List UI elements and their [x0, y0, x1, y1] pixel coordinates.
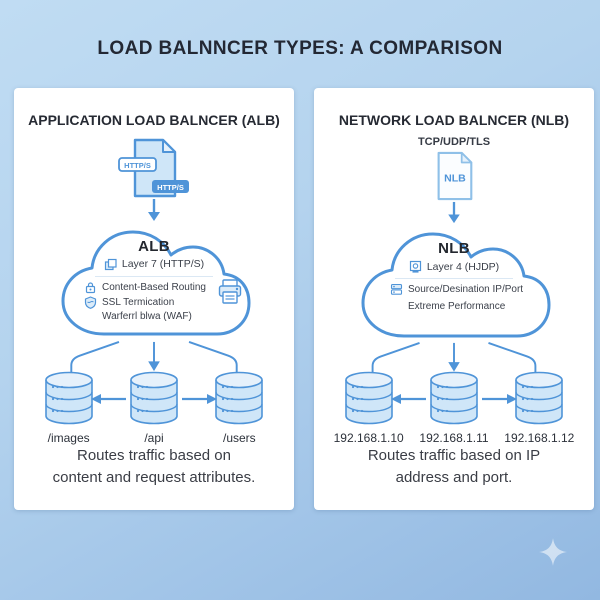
backend-label: 192.168.1.12	[504, 431, 575, 446]
alb-card-title: APPLICATION LOAD BALNCER (ALB)	[28, 112, 280, 128]
page-title: LOAD BALNNCER TYPES: A COMPARISON	[97, 38, 503, 59]
arrow-left-icon	[91, 394, 126, 405]
nlb-cloud-title: NLB	[438, 240, 470, 257]
alb-feature-label: Warferrl blwa (WAF)	[102, 310, 192, 322]
nlb-backends: 192.168.1.10 192.168.1.11	[326, 371, 582, 445]
alb-desc-line: content and request attributes.	[52, 468, 256, 486]
alb-printer	[217, 278, 243, 311]
http-badge-left: HTTP/S	[124, 161, 151, 170]
nlb-layer-label: Layer 4 (HJDP)	[426, 260, 500, 273]
alb-layer-label: Layer 7 (HTTP/S)	[121, 258, 205, 271]
down-arrow-icon	[448, 201, 460, 224]
alb-feature-list: Content-Based Routing SSL Termication	[83, 281, 206, 322]
arrow-right-icon	[482, 394, 517, 405]
http-badge-right: HTTP/S	[157, 183, 184, 192]
alb-feature-ssl: SSL Termication	[83, 296, 206, 309]
cloud-shape	[361, 232, 551, 338]
nlb-cloud-content: NLB Layer 4 (HJDP)	[349, 224, 559, 341]
down-arrow-icon	[148, 198, 160, 221]
backend-label: 192.168.1.10	[333, 431, 404, 446]
alb-layer-row: Layer 7 (HTTP/S)	[104, 258, 204, 271]
cloud-divider	[95, 275, 213, 277]
nlb-feature-label: Extreme Performance	[408, 301, 506, 312]
database-icon	[515, 372, 564, 425]
alb-cloud-content: ALB Layer 7 (HTTP/S)	[49, 222, 259, 341]
nlb-desc-line: Routes traffic based on IP	[367, 447, 541, 465]
alb-card: APPLICATION LOAD BALNCER (ALB) HTTP/S HT…	[14, 88, 294, 510]
nlb-backend-3: 192.168.1.12	[497, 371, 582, 445]
alb-backend-images: /images	[26, 371, 111, 445]
database-icon	[430, 372, 478, 425]
alb-description: Routes traffic based on content and requ…	[53, 445, 256, 488]
nlb-feature-label: Source/Desination IP/Port	[408, 284, 524, 295]
alb-feature-label: SSL Termication	[102, 296, 175, 308]
backend-label: 192.168.1.11	[419, 431, 489, 446]
database-icon	[215, 372, 264, 425]
nlb-backend-1: 192.168.1.10	[326, 371, 411, 445]
server-icon	[390, 283, 402, 295]
nlb-card-title: NETWORK LOAD BALNCER (NLB)	[338, 112, 570, 128]
sparkle-icon	[538, 537, 568, 572]
alb-cloud: ALB Layer 7 (HTTP/S)	[49, 222, 259, 341]
nlb-feature-source: Source/Desination IP/Port	[389, 283, 523, 296]
alb-source-area: HTTP/S HTTP/S	[117, 136, 191, 222]
nlb-layer-row: Layer 4 (HJDP)	[409, 260, 499, 273]
alb-feature-label: Content-Based Routing	[102, 281, 206, 293]
arrow-right-icon	[182, 394, 217, 405]
nlb-backend-2: 192.168.1.11	[411, 371, 496, 445]
database-icon	[130, 372, 178, 425]
fanout-connector	[371, 341, 537, 373]
comparison-cards: APPLICATION LOAD BALNCER (ALB) HTTP/S HT…	[14, 88, 594, 510]
backend-label: /api	[144, 431, 164, 446]
alb-backends: /images /api	[26, 371, 282, 445]
alb-backend-users: /users	[197, 371, 282, 445]
nlb-protocol-label: TCP/UDP/TLS	[417, 136, 491, 148]
alb-cloud-title: ALB	[138, 237, 170, 255]
arrow-left-icon	[391, 394, 426, 405]
lock-icon	[85, 282, 95, 293]
nlb-source-area: TCP/UDP/TLS NLB	[418, 136, 490, 224]
nlb-feature-performance: Extreme Performance	[389, 301, 523, 312]
frame-icon	[409, 260, 421, 273]
nlb-feature-list: Source/Desination IP/Port Extreme Perfor…	[389, 283, 523, 312]
http-file-icon: HTTP/S HTTP/S	[118, 138, 189, 197]
database-icon	[44, 372, 93, 425]
nlb-file-icon: NLB	[437, 151, 473, 201]
alb-desc-line: Routes traffic based on	[77, 447, 231, 465]
backend-label: /users	[222, 431, 256, 446]
cloud-divider	[395, 278, 513, 279]
shield-icon	[84, 296, 96, 309]
backend-label: /images	[47, 431, 90, 446]
nlb-cloud: NLB Layer 4 (HJDP)	[349, 224, 559, 341]
alb-feature-waf: Warferrl blwa (WAF)	[83, 311, 206, 322]
nlb-card: NETWORK LOAD BALNCER (NLB) TCP/UDP/TLS N…	[314, 88, 594, 510]
nlb-desc-line: address and port.	[395, 468, 513, 486]
nlb-description: Routes traffic based on IP address and p…	[368, 445, 540, 488]
nlb-file-label: NLB	[444, 173, 466, 185]
printer-icon	[218, 278, 242, 304]
alb-backend-api: /api	[111, 371, 196, 445]
fanout-connector	[70, 341, 238, 373]
database-icon	[344, 372, 393, 425]
cloud-shape	[61, 230, 251, 336]
layers-icon	[104, 258, 117, 270]
alb-feature-routing: Content-Based Routing	[83, 281, 206, 294]
